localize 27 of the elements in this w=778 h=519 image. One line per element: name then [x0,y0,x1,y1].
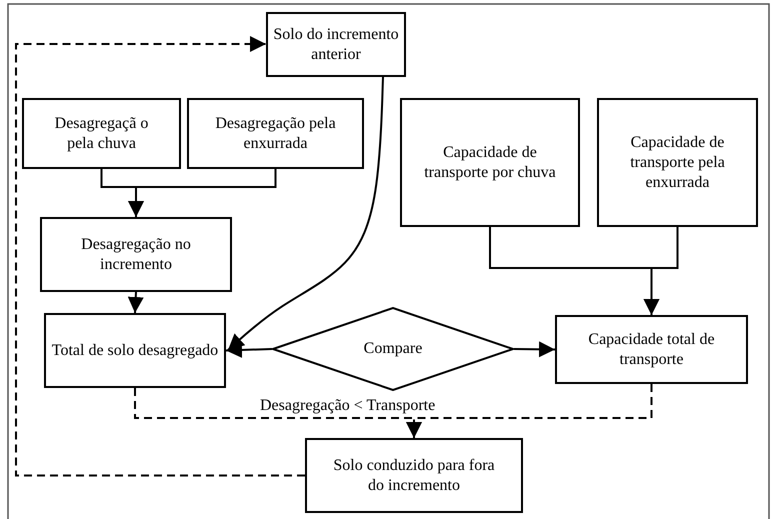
process-box [305,438,523,513]
process-box [266,12,406,77]
edge-label: Desagregação < Transporte [258,397,438,415]
arrow [128,292,144,314]
arrow [227,76,384,351]
node-text: Compare [362,339,424,359]
node-text: Capacidade de transporte pela enxurrada [629,132,726,192]
process-box [555,315,748,384]
process-box [187,98,364,169]
node-text: Capacidade de transporte por chuva [423,142,557,182]
node-text: Capacidade total de transporte [587,330,716,370]
process-box [44,313,226,388]
node-text: Total de solo desagregado [50,340,220,360]
process-box [40,217,232,292]
node-text: Desagregaçã o pela chuva [54,114,150,154]
process-box [400,98,580,227]
node-text: Desagregação pela enxurrada [214,114,337,154]
node-text: Desagregação no incremento [80,234,192,274]
dashed-arrow [406,384,652,438]
node-text: Solo do incremento anterior [272,24,400,64]
process-box [597,98,758,227]
dashed-arrow [15,36,305,476]
arrow [644,227,678,315]
process-box [22,98,181,169]
node-text: Solo conduzido para fora do incremento [332,456,496,496]
arrow [128,169,276,217]
arrow [514,341,556,358]
